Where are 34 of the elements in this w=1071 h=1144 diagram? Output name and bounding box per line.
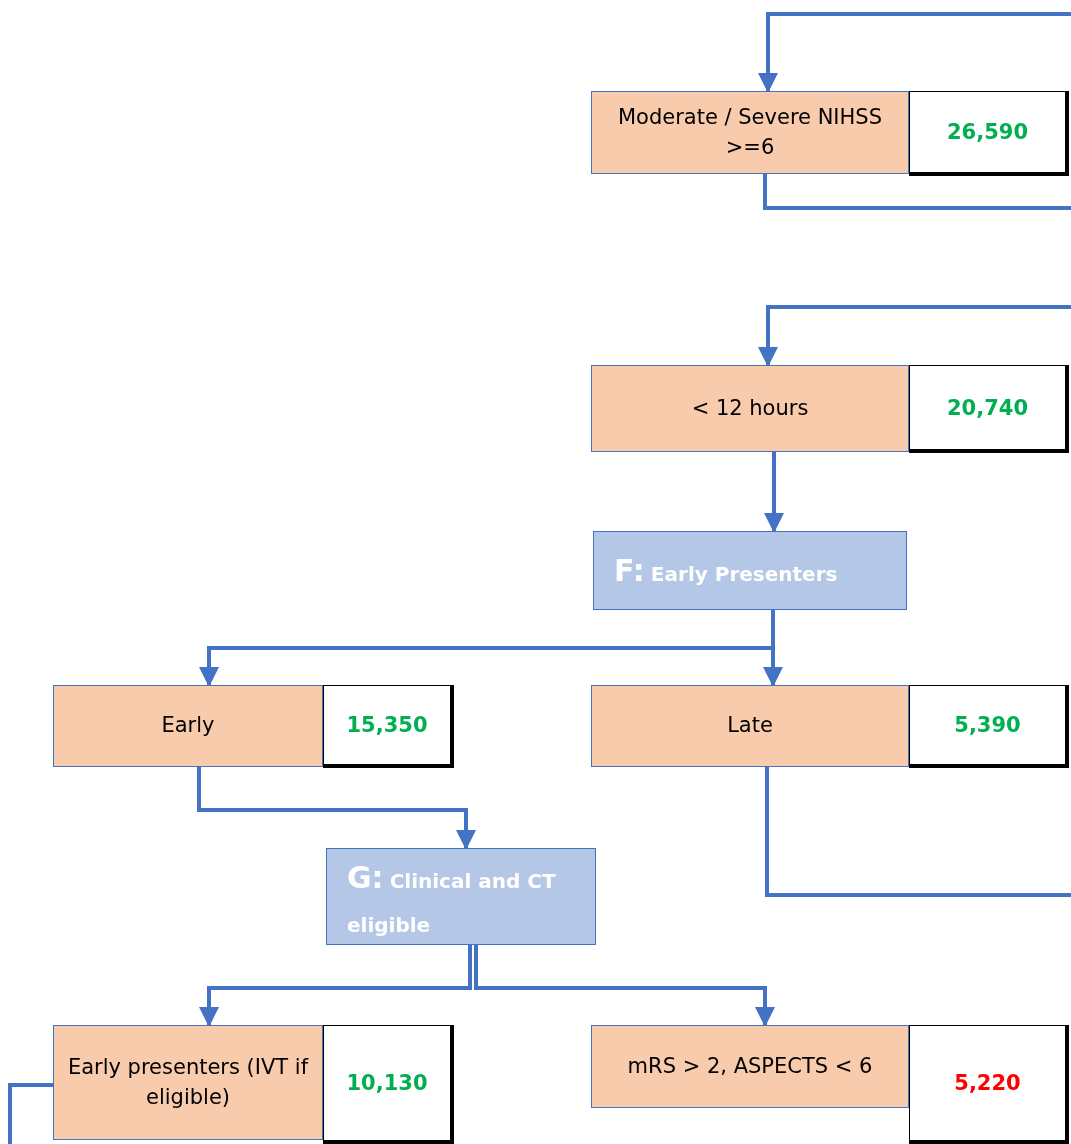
box-label: < 12 hours [691,394,809,422]
count-box [323,1025,454,1144]
connector-arrow [758,12,1071,93]
group-header-box [326,848,596,945]
count-box [909,365,1069,453]
process-box [591,365,909,452]
box-label: mRS > 2, ASPECTS < 6 [627,1052,873,1080]
connector-arrow [199,945,472,1027]
process-box [591,685,909,767]
count-box [909,685,1069,768]
process-box [591,91,909,174]
connector-arrow [764,452,784,533]
process-box [591,1025,909,1108]
count-value: 26,590 [946,120,1028,144]
count-value: 10,130 [346,1071,428,1095]
group-header-box [593,531,907,610]
connector-arrow [197,767,476,850]
process-box [53,1025,323,1140]
box-label: Late [727,712,773,740]
connector-arrow [474,945,775,1027]
process-box [53,685,323,767]
count-box [909,1025,1069,1144]
count-box [323,685,454,768]
box-label: Moderate / Severe NIHSS >=6 [617,104,883,161]
header-text: F: Early Presenters [614,552,838,590]
count-box [909,91,1069,176]
box-label: Early presenters (IVT if eligible) [66,1054,310,1111]
connector-arrow [758,305,1071,367]
count-value: 20,740 [946,395,1028,420]
box-label: Early [161,712,215,740]
header-text: G: Clinical and CT eligible [347,859,557,939]
count-value: 15,350 [346,713,428,737]
count-value: 5,220 [954,1071,1021,1095]
count-value: 5,390 [954,713,1021,737]
